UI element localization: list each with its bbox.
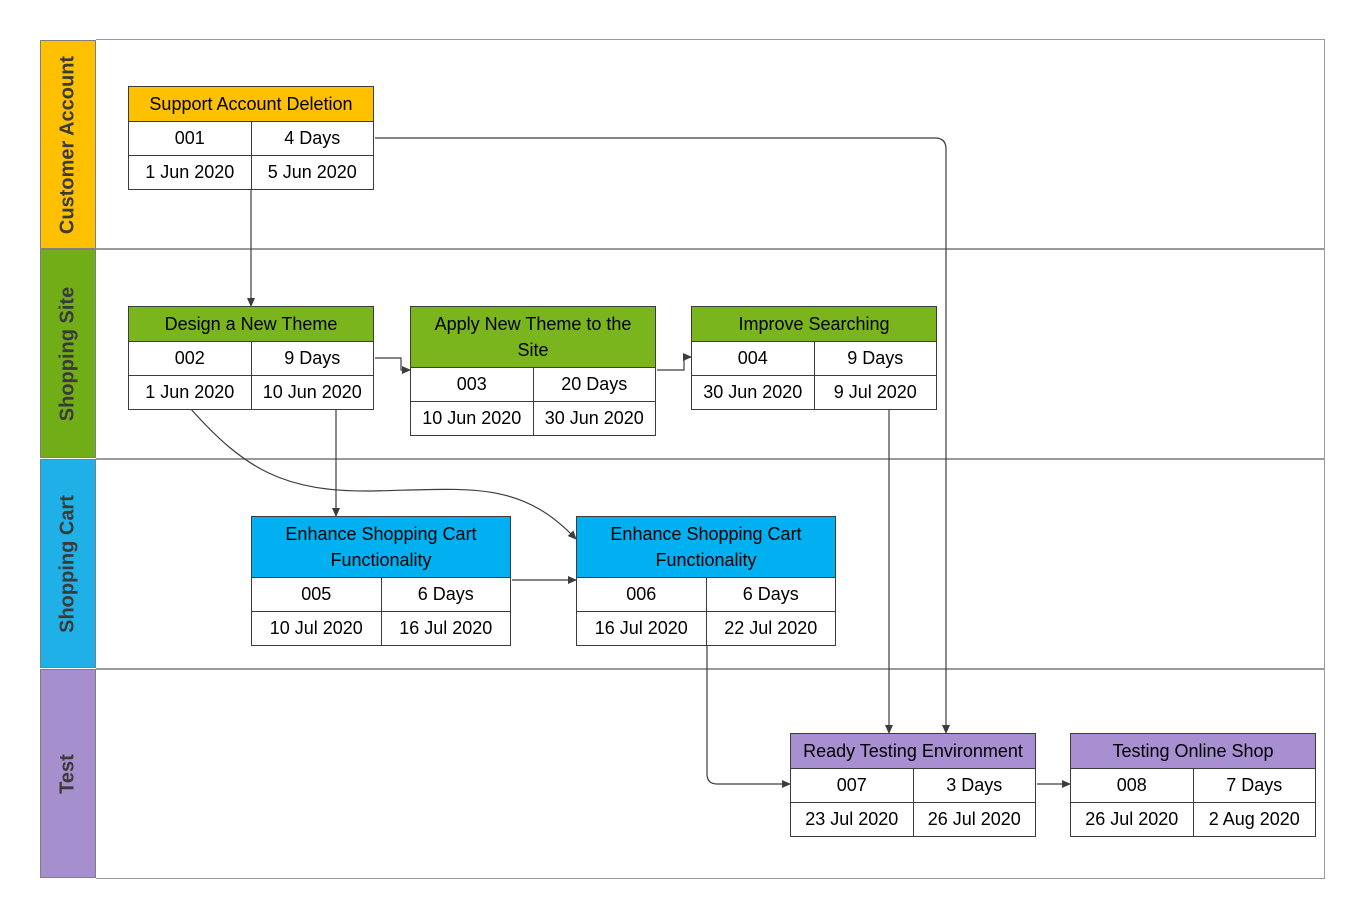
task-end-date: 9 Jul 2020 xyxy=(813,376,937,409)
task-id: 004 xyxy=(737,348,768,368)
lane-header-customer-account: Customer Account xyxy=(40,40,96,249)
task-end-date: 22 Jul 2020 xyxy=(705,612,836,645)
task-duration: 3 Days xyxy=(912,769,1036,802)
task-id: 007 xyxy=(836,775,867,795)
task-date-row: 26 Jul 2020 2 Aug 2020 xyxy=(1071,802,1315,836)
task-title: Enhance Shopping Cart Functionality xyxy=(577,517,835,578)
task-title: Support Account Deletion xyxy=(129,87,373,122)
task-info-row: 003 20 Days xyxy=(411,368,655,401)
task-duration: 6 Days xyxy=(705,578,836,611)
task-title: Testing Online Shop xyxy=(1071,734,1315,769)
task-start-date: 26 Jul 2020 xyxy=(1085,809,1179,829)
task-date-row: 16 Jul 2020 22 Jul 2020 xyxy=(577,611,835,645)
task-info-row: 008 7 Days xyxy=(1071,769,1315,802)
task-card[interactable]: Improve Searching 004 9 Days 30 Jun 2020… xyxy=(691,306,937,410)
task-date-row: 1 Jun 2020 10 Jun 2020 xyxy=(129,375,373,409)
lane-shopping-cart xyxy=(96,459,1325,669)
task-date-row: 10 Jun 2020 30 Jun 2020 xyxy=(411,401,655,435)
task-date-row: 23 Jul 2020 26 Jul 2020 xyxy=(791,802,1035,836)
task-title: Enhance Shopping Cart Functionality xyxy=(252,517,510,578)
task-title: Apply New Theme to the Site xyxy=(411,307,655,368)
task-end-date: 30 Jun 2020 xyxy=(532,402,656,435)
connector-002-003 xyxy=(375,357,411,374)
task-start-date: 23 Jul 2020 xyxy=(805,809,899,829)
task-start-date: 16 Jul 2020 xyxy=(594,618,688,638)
task-info-row: 001 4 Days xyxy=(129,122,373,155)
task-end-date: 26 Jul 2020 xyxy=(912,803,1036,836)
connector-003-004 xyxy=(657,353,692,371)
task-duration: 6 Days xyxy=(380,578,511,611)
task-duration: 9 Days xyxy=(813,342,937,375)
lane-customer-account xyxy=(96,39,1325,249)
task-card[interactable]: Design a New Theme 002 9 Days 1 Jun 2020… xyxy=(128,306,374,410)
connector-006-007 xyxy=(706,644,791,788)
lane-header-shopping-cart: Shopping Cart xyxy=(40,459,96,668)
task-info-row: 006 6 Days xyxy=(577,578,835,611)
task-card[interactable]: Apply New Theme to the Site 003 20 Days … xyxy=(410,306,656,436)
task-card[interactable]: Ready Testing Environment 007 3 Days 23 … xyxy=(790,733,1036,837)
task-duration: 4 Days xyxy=(250,122,374,155)
task-end-date: 2 Aug 2020 xyxy=(1192,803,1316,836)
task-info-row: 004 9 Days xyxy=(692,342,936,375)
task-start-date: 1 Jun 2020 xyxy=(145,162,235,182)
task-duration: 20 Days xyxy=(532,368,656,401)
lane-header-shopping-site: Shopping Site xyxy=(40,249,96,458)
task-end-date: 5 Jun 2020 xyxy=(250,156,374,189)
task-info-row: 005 6 Days xyxy=(252,578,510,611)
task-card[interactable]: Enhance Shopping Cart Functionality 006 … xyxy=(576,516,836,646)
task-id: 001 xyxy=(174,128,205,148)
lane-shopping-site xyxy=(96,249,1325,459)
task-info-row: 007 3 Days xyxy=(791,769,1035,802)
task-date-row: 10 Jul 2020 16 Jul 2020 xyxy=(252,611,510,645)
lane-header-test: Test xyxy=(40,669,96,878)
task-start-date: 1 Jun 2020 xyxy=(145,382,235,402)
task-title: Design a New Theme xyxy=(129,307,373,342)
task-end-date: 10 Jun 2020 xyxy=(250,376,374,409)
task-id: 008 xyxy=(1116,775,1147,795)
task-end-date: 16 Jul 2020 xyxy=(380,612,511,645)
task-start-date: 10 Jul 2020 xyxy=(269,618,363,638)
connector-002-006 xyxy=(189,407,577,540)
task-id: 005 xyxy=(301,584,332,604)
task-card[interactable]: Testing Online Shop 008 7 Days 26 Jul 20… xyxy=(1070,733,1316,837)
task-start-date: 30 Jun 2020 xyxy=(703,382,803,402)
task-card[interactable]: Enhance Shopping Cart Functionality 005 … xyxy=(251,516,511,646)
task-duration: 7 Days xyxy=(1192,769,1316,802)
task-id: 002 xyxy=(174,348,205,368)
task-id: 006 xyxy=(626,584,657,604)
task-duration: 9 Days xyxy=(250,342,374,375)
task-start-date: 10 Jun 2020 xyxy=(422,408,522,428)
task-title: Improve Searching xyxy=(692,307,936,342)
task-id: 003 xyxy=(456,374,487,394)
task-card[interactable]: Support Account Deletion 001 4 Days 1 Ju… xyxy=(128,86,374,190)
task-info-row: 002 9 Days xyxy=(129,342,373,375)
connector-001-007 xyxy=(375,137,950,734)
lane-test xyxy=(96,669,1325,879)
task-title: Ready Testing Environment xyxy=(791,734,1035,769)
task-date-row: 30 Jun 2020 9 Jul 2020 xyxy=(692,375,936,409)
task-date-row: 1 Jun 2020 5 Jun 2020 xyxy=(129,155,373,189)
